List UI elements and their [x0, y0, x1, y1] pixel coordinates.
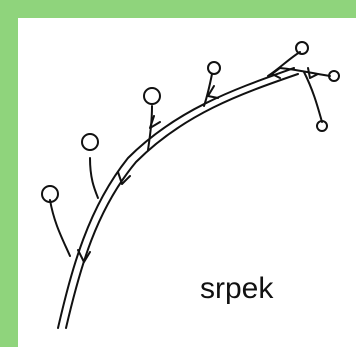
- flower-2: [81, 133, 99, 151]
- arrow-2: [117, 171, 131, 185]
- arrow-5: [271, 67, 281, 79]
- tip-branch-3: [279, 67, 331, 77]
- flower-4: [207, 61, 221, 75]
- lower-branch-2: [89, 157, 99, 199]
- cyme-diagram: [41, 41, 340, 329]
- flower-6: [328, 70, 340, 82]
- arrow-6: [307, 67, 319, 79]
- mid-branch: [147, 105, 153, 151]
- flower-5: [295, 41, 309, 55]
- diagram-panel: srpek: [18, 18, 356, 347]
- arrow-4: [207, 85, 219, 99]
- tip-branch-2: [303, 71, 323, 123]
- lower-branch: [49, 199, 71, 257]
- flower-3: [143, 87, 161, 105]
- flower-7: [316, 120, 328, 132]
- main-stalk-inner: [65, 73, 299, 329]
- arrow-1: [77, 249, 91, 263]
- arrow-3: [149, 115, 161, 129]
- diagram-label: srpek: [200, 272, 274, 305]
- upper-branch: [203, 73, 213, 107]
- main-stalk-outer: [57, 67, 295, 329]
- flower-1: [41, 185, 59, 203]
- tip-branch: [267, 51, 301, 77]
